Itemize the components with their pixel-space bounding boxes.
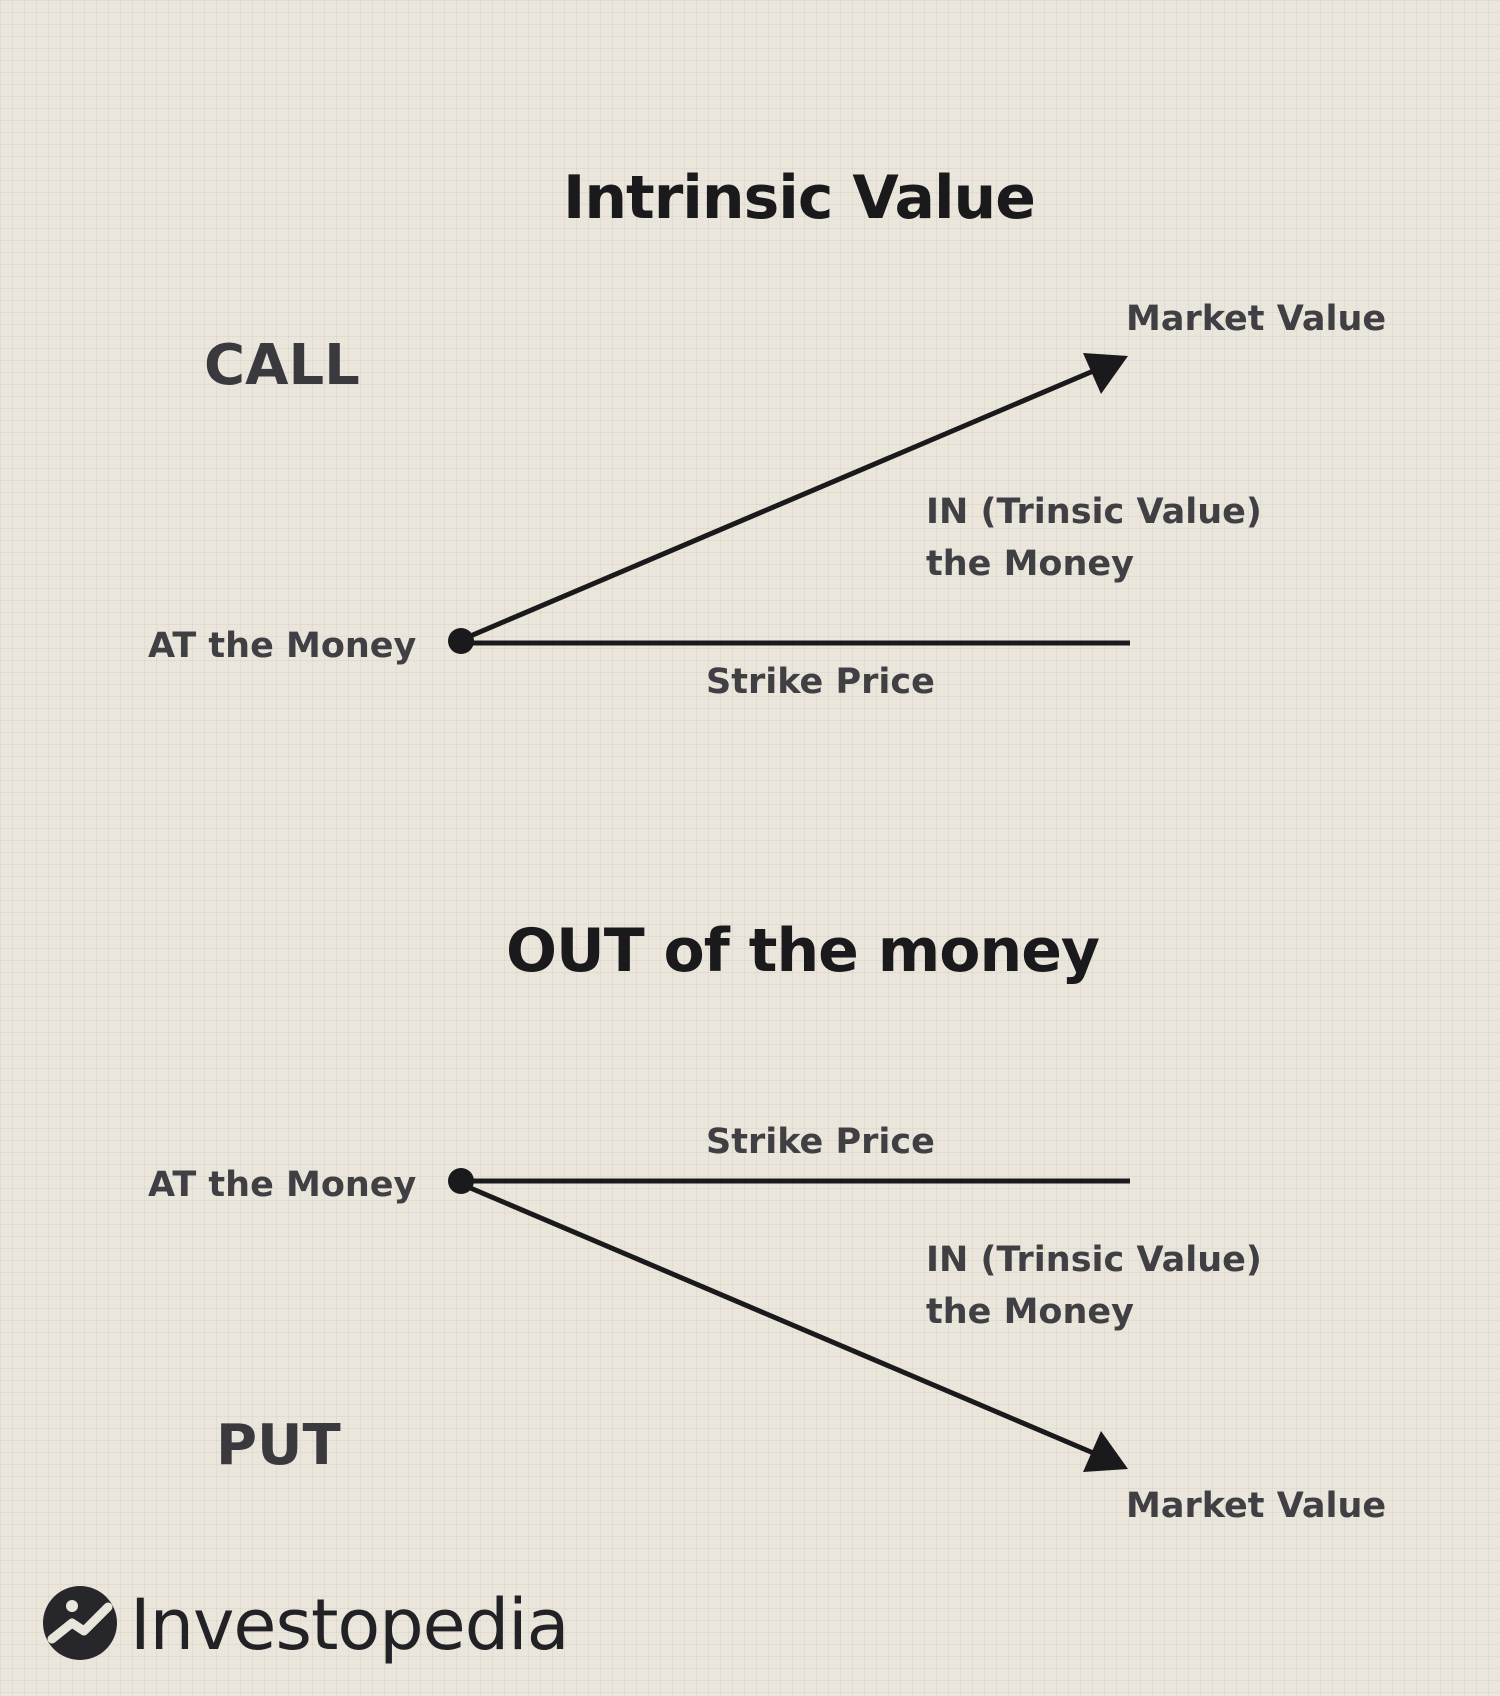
put-at-money-dot <box>448 1168 474 1194</box>
investopedia-logo-icon <box>43 1586 117 1660</box>
put-in-the-money-label: IN (Trinsic Value) the Money <box>926 1240 1262 1332</box>
put-market-arrow-line <box>460 1181 1099 1458</box>
put-strike-price-label: Strike Price <box>706 1122 935 1162</box>
call-market-arrow-line <box>460 366 1099 643</box>
put-market-value-label: Market Value <box>1126 1486 1387 1526</box>
diagram-title: Intrinsic Value <box>563 163 1036 233</box>
put-label: PUT <box>216 1413 341 1478</box>
call-strike-price-label: Strike Price <box>706 662 935 702</box>
call-at-money-dot <box>448 628 474 654</box>
put-at-the-money-label: AT the Money <box>148 1165 417 1205</box>
put-arrowhead-icon <box>1083 1431 1128 1472</box>
call-at-the-money-label: AT the Money <box>148 626 417 666</box>
out-of-money-title: OUT of the money <box>506 916 1100 986</box>
call-arrowhead-icon <box>1083 353 1128 394</box>
call-in-the-money-label: IN (Trinsic Value) the Money <box>926 492 1262 584</box>
call-market-value-label: Market Value <box>1126 299 1387 339</box>
investopedia-wordmark: Investopedia <box>130 1584 570 1666</box>
call-label: CALL <box>204 333 360 398</box>
